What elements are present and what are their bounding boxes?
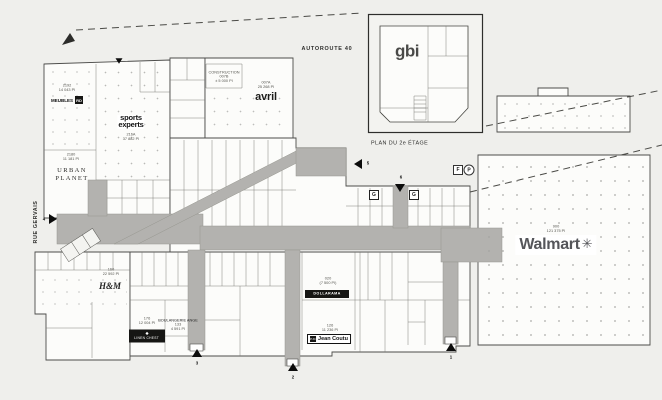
linen-chest-logo: ◆ LINEN CHEST bbox=[129, 329, 165, 343]
inset-plan bbox=[367, 13, 484, 134]
entrance-2-arrow-icon bbox=[288, 363, 298, 371]
dollarama-logo: DOLLARAMA bbox=[305, 290, 349, 298]
entrance-1-number: 1 bbox=[449, 355, 453, 360]
entrance-4-arrow-icon bbox=[49, 214, 57, 224]
sports-experts-logo: sports experts bbox=[117, 113, 145, 129]
kiosk-cluster bbox=[60, 228, 101, 263]
service-g-badge-2: G bbox=[409, 190, 419, 200]
building-footprint bbox=[34, 57, 651, 361]
entrance-6-arrow-icon bbox=[395, 184, 405, 192]
entrance-vestibules bbox=[189, 336, 457, 367]
entrance-5-number: 5 bbox=[366, 161, 370, 166]
service-g-badge-1: G bbox=[369, 190, 379, 200]
entrance-1-arrow-icon bbox=[446, 343, 456, 351]
dollarama-unit-label: 020(7 500 PI) bbox=[319, 276, 337, 285]
garden-strip bbox=[496, 95, 631, 133]
urban-planet-logo: URBAN PLANET bbox=[55, 166, 89, 182]
meubles-rd-logo: MEUBLES RD bbox=[50, 96, 84, 104]
boulangerie-label: BOULANGERIE ANGE 133 4 591 PI bbox=[158, 318, 198, 332]
corridor-network bbox=[56, 147, 503, 367]
entrance-4-number: 4 bbox=[42, 217, 46, 222]
linen-chest-diamond-icon: ◆ bbox=[145, 330, 149, 335]
construction-label: CONSTRUCTION 007B ± 5 000 PI bbox=[208, 70, 240, 84]
entrance-2-number: 2 bbox=[291, 375, 295, 380]
autoroute-label: AUTOROUTE 40 bbox=[301, 45, 353, 52]
f-symbol: F bbox=[453, 165, 463, 175]
entrance-6-number: 6 bbox=[399, 175, 403, 180]
p-symbol: P bbox=[463, 164, 475, 176]
entrance-3-number: 3 bbox=[195, 361, 199, 366]
walmart-spark-icon: ✳ bbox=[581, 236, 593, 252]
entrance-3-arrow-icon bbox=[192, 349, 202, 357]
inset-caption: PLAN DU 2e ÉTAGE bbox=[371, 139, 429, 147]
avril-logo: avril bbox=[255, 90, 277, 103]
walmart-logo: Walmart ✳ bbox=[515, 235, 597, 255]
property-arrowhead bbox=[62, 33, 75, 45]
jean-coutu-logo: PJC Jean Coutu bbox=[307, 334, 351, 344]
delivery-arrow-icon bbox=[115, 58, 123, 64]
hm-logo: H&M bbox=[98, 280, 122, 291]
entrance-5-arrow-icon bbox=[354, 159, 362, 169]
street-label: RUE GERVAIS bbox=[32, 200, 39, 244]
gbi-logo: gbi bbox=[395, 41, 420, 61]
